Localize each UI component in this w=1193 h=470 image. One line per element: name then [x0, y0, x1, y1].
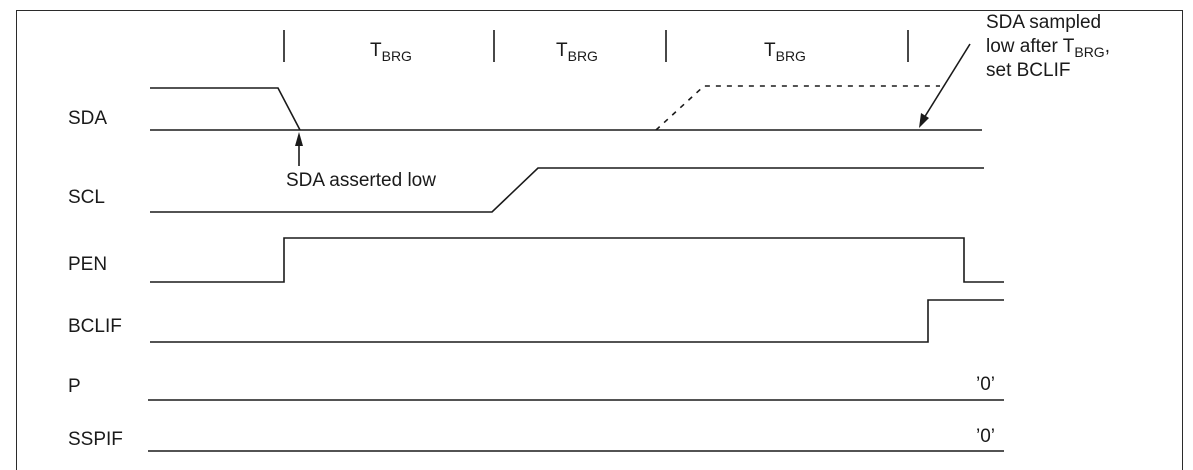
interval-label-2: TBRG: [556, 40, 598, 64]
sda-falling-edge: [150, 87, 301, 131]
signal-label-bclif: BCLIF: [68, 316, 122, 337]
sampled-label-line1: SDA sampled: [986, 12, 1101, 33]
signal-label-scl: SCL: [68, 187, 105, 208]
sda-expected-high-dashed: [655, 85, 940, 131]
bclif-waveform: [150, 299, 1004, 343]
sampled-label-line3: set BCLIF: [986, 60, 1070, 81]
sampled-arrow-head: [919, 113, 929, 128]
p-value-label: ’0’: [976, 374, 995, 395]
pen-waveform: [150, 237, 1004, 283]
sda-asserted-arrow-head: [295, 132, 303, 146]
interval-label-3: TBRG: [764, 40, 806, 64]
signal-label-p: P: [68, 376, 81, 397]
signal-label-pen: PEN: [68, 254, 107, 275]
sampled-label-line2: low after TBRG,: [986, 36, 1110, 60]
interval-label-1: TBRG: [370, 40, 412, 64]
sampled-arrow-shaft: [923, 43, 971, 119]
signal-label-sda: SDA: [68, 108, 107, 129]
signal-label-sspif: SSPIF: [68, 429, 123, 450]
sspif-value-label: ’0’: [976, 426, 995, 447]
scl-waveform: [150, 167, 984, 213]
sda-asserted-label: SDA asserted low: [286, 170, 436, 191]
diagram-frame: [16, 10, 1183, 470]
